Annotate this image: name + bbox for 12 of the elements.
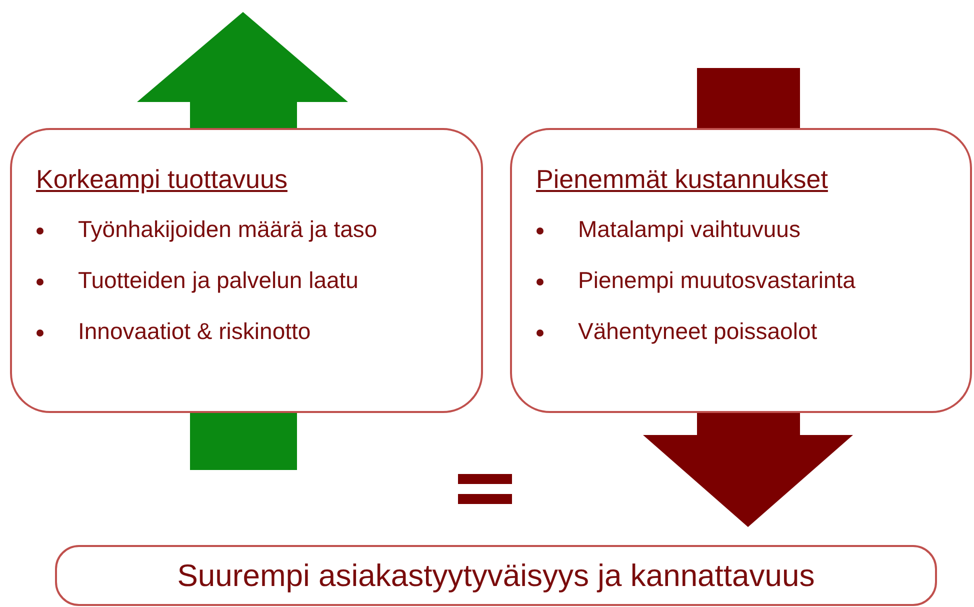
- box-heading: Korkeampi tuottavuus: [36, 164, 288, 195]
- rounded-box: [10, 128, 483, 413]
- rounded-box: [510, 128, 972, 413]
- bullet-text: Vähentyneet poissaolot: [578, 318, 818, 344]
- bullet-text: Pienempi muutosvastarinta: [578, 267, 856, 293]
- box-heading: Pienemmät kustannukset: [536, 164, 828, 195]
- bullet-text: Tuotteiden ja palvelun laatu: [78, 267, 358, 293]
- result-text: Suurempi asiakastyytyväisyys ja kannattavuus: [176, 558, 816, 594]
- bullet-text: Työnhakijoiden määrä ja taso: [78, 216, 378, 242]
- bullet-text: Matalampi vaihtuvuus: [578, 216, 800, 242]
- rounded-box: [55, 545, 937, 606]
- bullet-text: Innovaatiot & riskinotto: [78, 318, 311, 344]
